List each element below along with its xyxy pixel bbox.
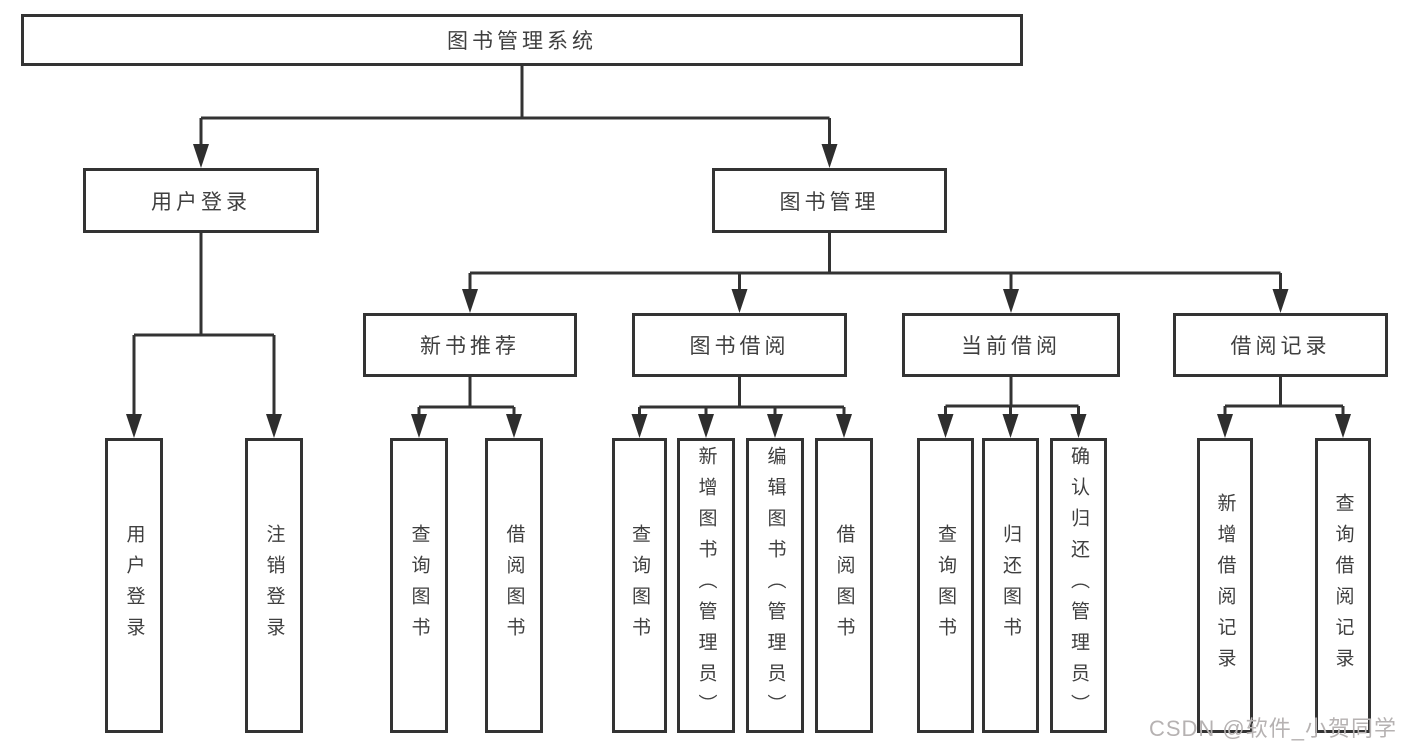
- arrowhead-icon: [1003, 289, 1019, 313]
- arrowhead-icon: [266, 414, 282, 438]
- connector-path: [1223, 377, 1345, 420]
- leaf-query-books: 查询图书: [390, 438, 448, 733]
- leaf-confirm-return-admin: 确认归还（管理员）: [1050, 438, 1107, 733]
- leaf-return-book: 归还图书: [982, 438, 1039, 733]
- node-user-login: 用户登录: [83, 168, 319, 233]
- connector-path: [199, 66, 831, 150]
- arrowhead-icon: [506, 414, 522, 438]
- connector-path: [468, 233, 1282, 295]
- node-borrow-records: 借阅记录: [1173, 313, 1388, 377]
- leaf-user-login: 用户登录: [105, 438, 163, 733]
- leaf-logout: 注销登录: [245, 438, 303, 733]
- connector-path: [638, 377, 846, 420]
- arrowhead-icon: [731, 289, 748, 313]
- arrowhead-icon: [462, 289, 478, 313]
- arrowhead-icon: [821, 144, 838, 168]
- node-current-borrow: 当前借阅: [902, 313, 1120, 377]
- arrowhead-icon: [698, 414, 714, 438]
- arrowhead-icon: [1002, 414, 1019, 438]
- connector-path: [944, 377, 1080, 420]
- leaf-query-borrow-record: 查询借阅记录: [1315, 438, 1371, 733]
- arrowhead-icon: [937, 414, 954, 438]
- arrowhead-icon: [126, 414, 142, 438]
- arrowhead-icon: [1217, 414, 1233, 438]
- connector-path: [132, 233, 276, 420]
- arrowhead-icon: [631, 414, 648, 438]
- arrowhead-icon: [1335, 414, 1351, 438]
- arrowhead-icon: [411, 414, 427, 438]
- leaf-query-books-3: 查询图书: [917, 438, 974, 733]
- arrowhead-icon: [836, 414, 852, 438]
- node-book-mgmt: 图书管理: [712, 168, 947, 233]
- leaf-add-book-admin: 新增图书（管理员）: [677, 438, 735, 733]
- arrowhead-icon: [1272, 289, 1289, 313]
- leaf-borrow-books: 借阅图书: [485, 438, 543, 733]
- leaf-edit-book-admin: 编辑图书（管理员）: [746, 438, 804, 733]
- node-new-books: 新书推荐: [363, 313, 577, 377]
- arrowhead-icon: [1070, 414, 1087, 438]
- arrowhead-icon: [767, 414, 783, 438]
- leaf-borrow-books-2: 借阅图书: [815, 438, 873, 733]
- leaf-query-books-2: 查询图书: [612, 438, 667, 733]
- node-root: 图书管理系统: [21, 14, 1023, 66]
- watermark: CSDN @软件_小贺同学: [1148, 716, 1397, 741]
- leaf-add-borrow-record: 新增借阅记录: [1197, 438, 1253, 733]
- connector-path: [417, 377, 516, 420]
- arrowhead-icon: [193, 144, 209, 168]
- node-book-borrow: 图书借阅: [632, 313, 847, 377]
